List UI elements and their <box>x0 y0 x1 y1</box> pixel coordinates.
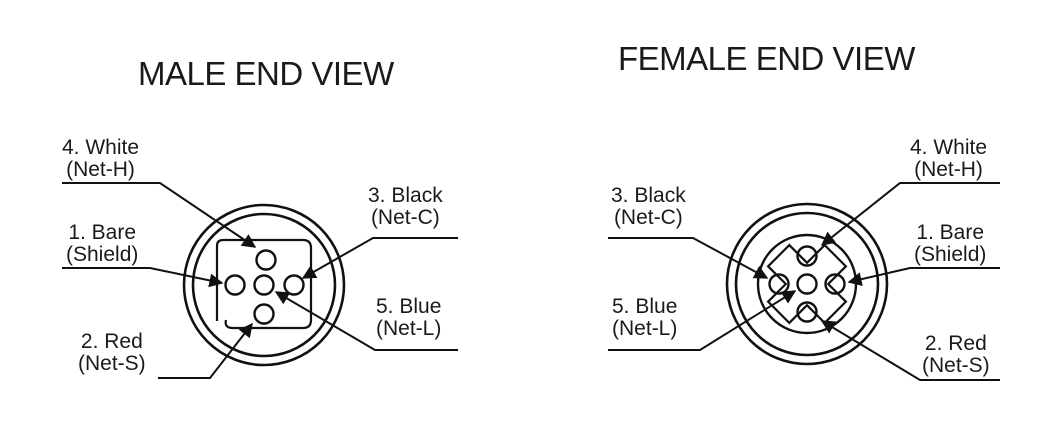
female-label-red: 2. Red (Net-S) <box>922 333 990 377</box>
female-leader-bare <box>847 267 1000 287</box>
female-outer-ring <box>725 202 889 366</box>
male-label-bare-net: (Shield) <box>66 243 139 266</box>
female-end-view-title: FEMALE END VIEW <box>618 40 915 77</box>
male-label-black: 3. Black (Net-C) <box>368 185 443 229</box>
male-label-white-net: (Net-H) <box>66 158 135 181</box>
female-label-white-net: (Net-H) <box>914 158 983 181</box>
male-label-red-net: (Net-S) <box>78 352 146 375</box>
male-label-white: 4. White (Net-H) <box>62 137 139 181</box>
female-label-bare: 1. Bare (Shield) <box>914 222 986 266</box>
male-pin-white <box>255 249 277 271</box>
female-leader-red <box>820 320 1000 381</box>
female-pin-black <box>768 273 790 295</box>
female-label-blue-net: (Net-L) <box>612 317 678 340</box>
female-pin-blue <box>796 273 818 295</box>
female-label-bare-net: (Shield) <box>914 243 987 266</box>
male-pin-black <box>283 274 305 296</box>
male-label-black-name: 3. Black <box>368 184 443 207</box>
male-pin-blue <box>253 274 275 296</box>
male-key-outline <box>215 238 313 330</box>
female-pin-red <box>796 301 818 323</box>
female-leader-blue <box>608 290 797 351</box>
female-label-red-name: 2. Red <box>924 332 987 355</box>
male-inner-ring <box>191 212 337 358</box>
male-leader-blue <box>274 291 458 351</box>
male-label-bare: 1. Bare (Shield) <box>66 222 138 266</box>
male-label-red: 2. Red (Net-S) <box>78 331 146 375</box>
male-label-blue-name: 5. Blue <box>376 295 442 318</box>
female-pin-bare <box>824 273 846 295</box>
male-end-view-title: MALE END VIEW <box>138 55 394 92</box>
female-leader-black <box>608 237 769 279</box>
male-leader-lines <box>62 182 458 379</box>
female-label-blue-name: 5. Blue <box>612 295 678 318</box>
male-leader-black <box>301 237 458 279</box>
male-leader-red <box>158 322 253 379</box>
female-pin-white <box>796 245 818 267</box>
female-label-red-net: (Net-S) <box>922 354 990 377</box>
female-label-white: 4. White (Net-H) <box>910 137 987 181</box>
female-label-black-net: (Net-C) <box>613 206 683 229</box>
male-connector <box>182 203 346 367</box>
female-label-bare-name: 1. Bare <box>916 221 985 244</box>
male-label-red-name: 2. Red <box>80 330 143 353</box>
female-cross-key <box>766 243 848 325</box>
male-leader-bare <box>62 267 224 288</box>
female-leader-lines <box>608 182 1000 381</box>
male-label-bare-name: 1. Bare <box>68 221 137 244</box>
female-label-black: 3. Black (Net-C) <box>611 185 686 229</box>
female-insert-ring <box>756 233 858 335</box>
male-label-blue: 5. Blue (Net-L) <box>376 296 441 340</box>
female-leader-white <box>820 182 1000 246</box>
female-label-white-name: 4. White <box>910 136 988 159</box>
female-connector <box>725 202 889 366</box>
male-label-blue-net: (Net-L) <box>376 317 442 340</box>
male-label-white-name: 4. White <box>62 136 140 159</box>
male-outer-ring <box>182 203 346 367</box>
female-label-blue: 5. Blue (Net-L) <box>612 296 677 340</box>
female-inner-ring <box>734 211 880 357</box>
male-label-black-net: (Net-C) <box>370 206 440 229</box>
male-pin-red <box>253 303 275 325</box>
male-leader-white <box>62 182 257 248</box>
female-label-black-name: 3. Black <box>611 184 686 207</box>
male-pin-bare <box>224 274 246 296</box>
